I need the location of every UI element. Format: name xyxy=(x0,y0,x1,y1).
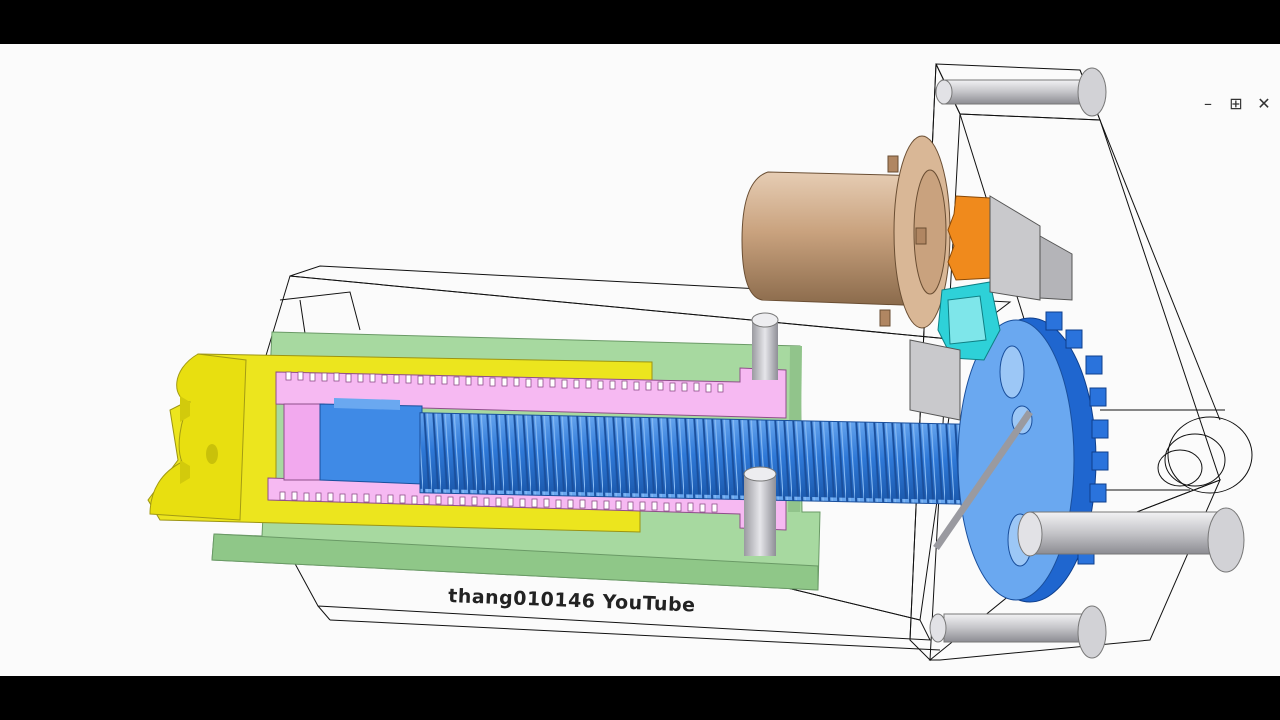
close-icon[interactable]: ✕ xyxy=(1257,94,1271,113)
mechanism-drawing: thang010146 YouTube xyxy=(147,63,1253,662)
minimize-icon[interactable]: – xyxy=(1204,94,1212,113)
motor xyxy=(741,135,951,329)
gearbox-wireframe xyxy=(909,63,1253,662)
restore-icon[interactable]: ⊞ xyxy=(1229,94,1243,113)
cad-viewport[interactable]: thang010146 YouTube – ⊞ ✕ xyxy=(0,44,1280,676)
letterbox-bottom xyxy=(0,676,1280,720)
guide-pins xyxy=(743,312,779,556)
intermediate-gear xyxy=(937,281,1001,361)
watermark-text: thang010146 YouTube xyxy=(448,585,696,616)
motor-pinion xyxy=(947,195,993,281)
bolts xyxy=(929,67,1245,659)
gearbox-plates xyxy=(909,195,1073,421)
window-controls: – ⊞ ✕ xyxy=(1198,94,1274,114)
letterbox-top xyxy=(0,0,1280,44)
